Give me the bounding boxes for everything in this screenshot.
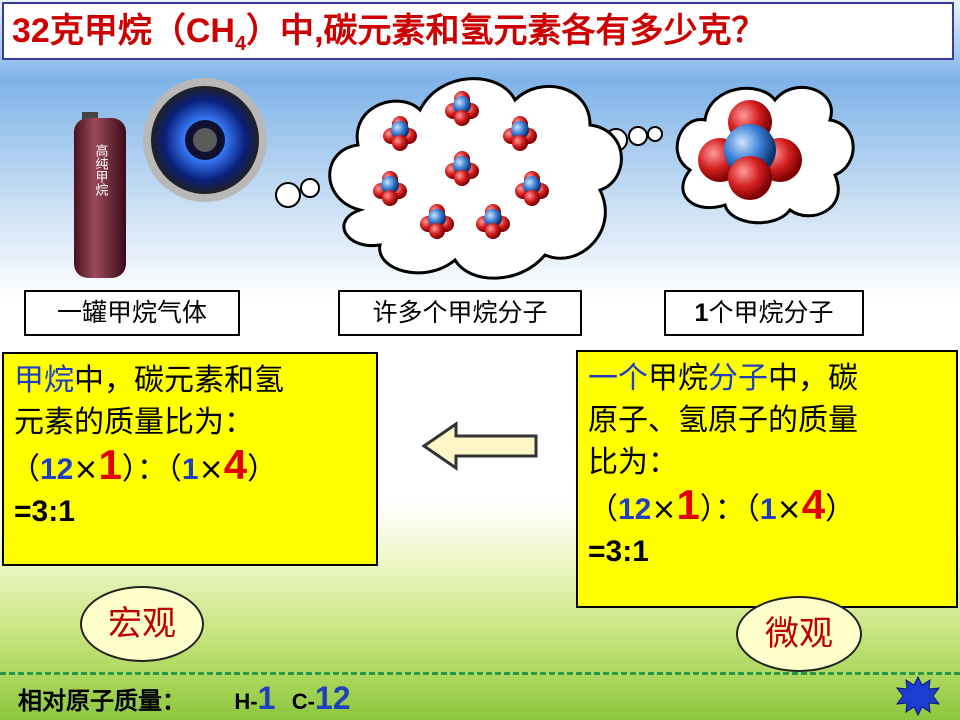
macro-result: =3:1 <box>14 495 75 528</box>
micro-line-2: 原子、氢原子的质量 <box>588 403 858 438</box>
micro-line-1: 一个甲烷分子中，碳 <box>588 358 946 400</box>
micro-molecule-highlight: 分子 <box>708 361 768 396</box>
footer-c-value: 12 <box>314 680 351 716</box>
paren-open: （ <box>588 492 618 527</box>
gas-cylinder-icon: 高纯甲烷 <box>74 112 126 278</box>
macro-formula: （12×1）：（1×4） <box>10 444 366 491</box>
footer-atomic-mass: 相对原子质量： H-1 C-12 <box>18 680 351 717</box>
c-count: 1 <box>98 441 122 488</box>
cylinder-label: 高纯甲烷 <box>93 143 109 197</box>
star-burst-icon[interactable] <box>896 676 940 716</box>
title-comma: , <box>314 12 324 50</box>
times-sign-2: × <box>198 452 224 487</box>
times-sign-2: × <box>776 492 802 527</box>
footer-divider <box>0 672 960 675</box>
title-mass: 32 <box>12 12 50 50</box>
micro-formula: （12×1）：（1×4） <box>588 484 946 531</box>
footer-label: 相对原子质量： <box>18 687 186 715</box>
macro-line-2: 元素的质量比为： <box>14 405 254 440</box>
title-text-3: 碳元素和氢元素各有多少克？ <box>323 11 766 51</box>
c-mass: 12 <box>618 493 652 526</box>
macro-line-1-rest: 中，碳元素和氢 <box>74 363 284 398</box>
methane-scene: 高纯甲烷 <box>74 77 855 280</box>
label-one-text: 个甲烷分子 <box>708 298 834 327</box>
ratio-colon: ）：（ <box>121 452 182 487</box>
micro-methane: 甲烷 <box>648 361 708 396</box>
times-sign: × <box>651 492 677 527</box>
formula-subscript: 4 <box>234 32 247 55</box>
macro-oval-button[interactable]: 宏观 <box>80 586 204 662</box>
paren-open: （ <box>10 452 40 487</box>
macro-line-1: 甲烷中，碳元素和氢 <box>14 360 366 402</box>
label-one-number: 1 <box>694 299 709 327</box>
times-sign: × <box>73 452 99 487</box>
macro-ratio-box: 甲烷中，碳元素和氢 元素的质量比为： （12×1）：（1×4） =3:1 <box>2 352 378 566</box>
micro-line-3: 比为： <box>588 445 678 480</box>
micro-ratio-box: 一个甲烷分子中，碳 原子、氢原子的质量 比为： （12×1）：（1×4） =3:… <box>576 350 958 608</box>
h-count: 4 <box>223 441 248 488</box>
h-mass: 1 <box>181 453 199 486</box>
footer-c-label: C- <box>291 689 315 714</box>
footer-h-value: 1 <box>257 680 276 716</box>
gas-flame-icon <box>143 78 267 202</box>
paren-close: ） <box>825 492 856 527</box>
paren-close: ） <box>247 452 278 487</box>
title-text-2: ）中 <box>246 11 315 51</box>
h-count: 4 <box>801 481 826 528</box>
macro-methane-highlight: 甲烷 <box>14 363 74 398</box>
footer-h-label: H- <box>234 689 258 714</box>
ratio-colon: ）：（ <box>699 492 760 527</box>
methane-molecule-icon-group <box>373 91 549 239</box>
label-gas-tank: 一罐甲烷气体 <box>24 290 240 336</box>
micro-oval-button[interactable]: 微观 <box>736 596 862 672</box>
methane-molecule-icon <box>698 100 802 200</box>
c-mass: 12 <box>40 453 74 486</box>
formula-ch: CH <box>185 12 235 50</box>
slide-title: 32克甲烷（CH4）中,碳元素和氢元素各有多少克？ <box>2 2 954 60</box>
h-mass: 1 <box>759 493 777 526</box>
micro-one-highlight: 一个 <box>588 361 648 396</box>
micro-line-1-rest: 中，碳 <box>768 361 858 396</box>
title-formula: CH4 <box>185 12 246 55</box>
label-many-molecules: 许多个甲烷分子 <box>338 290 582 336</box>
micro-result: =3:1 <box>588 535 649 568</box>
label-one-molecule: 1个甲烷分子 <box>664 290 864 336</box>
c-count: 1 <box>676 481 700 528</box>
title-text-1: 克甲烷（ <box>49 11 186 51</box>
left-arrow-icon <box>421 421 538 471</box>
